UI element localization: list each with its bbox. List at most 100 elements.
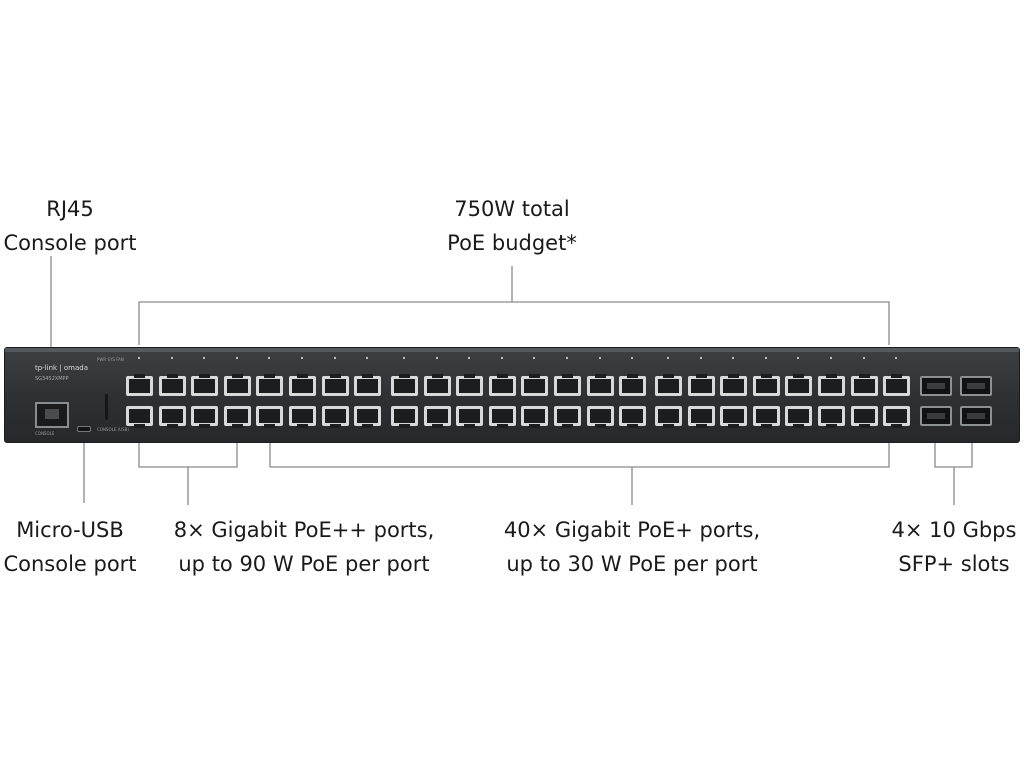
port-led	[138, 357, 140, 359]
rj45-port[interactable]	[158, 374, 186, 396]
poe-plus-callout-line2: up to 30 W PoE per port	[506, 552, 758, 576]
rj45-console-callout-line1: RJ45	[46, 197, 94, 221]
rj45-port[interactable]	[586, 406, 614, 428]
poe-plus-plus-bracket	[138, 440, 238, 468]
port-led	[699, 357, 702, 359]
rj45-port[interactable]	[752, 406, 780, 428]
sfp-slot[interactable]	[920, 406, 952, 426]
rj45-port[interactable]	[223, 374, 251, 396]
rj45-port[interactable]	[619, 406, 647, 428]
port-led	[667, 357, 669, 359]
rj45-port[interactable]	[521, 374, 549, 396]
rj45-port[interactable]	[126, 374, 153, 396]
port-led	[797, 357, 800, 359]
port-led	[764, 357, 767, 359]
port-led	[830, 357, 832, 359]
reset-button[interactable]	[105, 394, 108, 420]
rj45-port[interactable]	[785, 406, 813, 428]
rj45-port[interactable]	[126, 406, 153, 428]
rj45-port[interactable]	[354, 406, 382, 428]
rj45-port[interactable]	[850, 374, 878, 396]
poe-plus-callout-line1: 40× Gigabit PoE+ ports,	[503, 518, 761, 542]
rj45-port[interactable]	[521, 406, 549, 428]
rj45-port[interactable]	[586, 374, 614, 396]
port-led	[268, 357, 271, 359]
micro-usb-console-callout: Micro-USB Console port	[0, 513, 140, 581]
rj45-port[interactable]	[289, 406, 316, 428]
rj45-port[interactable]	[354, 374, 382, 396]
rj45-port[interactable]	[619, 374, 647, 396]
rj45-port[interactable]	[456, 374, 484, 396]
rj45-port[interactable]	[321, 406, 349, 428]
rj45-port[interactable]	[488, 374, 516, 396]
port-led	[500, 357, 503, 359]
sfp-bracket	[934, 440, 973, 468]
brand-logo: tp-link | omada	[35, 364, 89, 372]
poe-budget-callout-line1: 750W total	[454, 197, 570, 221]
rj45-port[interactable]	[883, 374, 911, 396]
poe-budget-callout: 750W total PoE budget*	[412, 192, 612, 260]
sfp-slots-callout-line2: SFP+ slots	[898, 552, 1010, 576]
rj45-port[interactable]	[818, 406, 845, 428]
rj45-port[interactable]	[191, 374, 219, 396]
rj45-port[interactable]	[391, 374, 418, 396]
rj45-port[interactable]	[158, 406, 186, 428]
rj45-port[interactable]	[423, 406, 451, 428]
port-led	[598, 357, 601, 359]
port-led	[333, 357, 336, 359]
rj45-port[interactable]	[456, 406, 484, 428]
rj45-port[interactable]	[687, 374, 715, 396]
rj45-port[interactable]	[850, 406, 878, 428]
rj45-port[interactable]	[720, 406, 748, 428]
rj45-port[interactable]	[818, 374, 845, 396]
poe-plus-plus-callout: 8× Gigabit PoE++ ports, up to 90 W PoE p…	[164, 513, 444, 581]
rj45-port[interactable]	[191, 406, 219, 428]
sfp-slots-callout: 4× 10 Gbps SFP+ slots	[884, 513, 1024, 581]
rj45-port[interactable]	[423, 374, 451, 396]
rj45-console-callout-line2: Console port	[3, 231, 137, 255]
rj45-port[interactable]	[554, 406, 581, 428]
port-led	[895, 357, 898, 359]
rj45-port[interactable]	[256, 374, 284, 396]
micro-usb-console-port[interactable]	[77, 426, 91, 432]
sfp-slot[interactable]	[960, 376, 992, 396]
rj45-port[interactable]	[488, 406, 516, 428]
rj45-port[interactable]	[256, 406, 284, 428]
port-led	[631, 357, 634, 359]
rj45-port[interactable]	[720, 374, 748, 396]
rj45-console-callout: RJ45 Console port	[0, 192, 140, 260]
sfp-slots-callout-line1: 4× 10 Gbps	[891, 518, 1017, 542]
port-led	[435, 357, 438, 359]
sfp-slot[interactable]	[920, 376, 952, 396]
rj45-port[interactable]	[655, 406, 682, 428]
port-led	[566, 357, 568, 359]
port-led	[203, 357, 206, 359]
rj45-port[interactable]	[687, 406, 715, 428]
rj45-port[interactable]	[289, 374, 316, 396]
micro-usb-console-callout-line2: Console port	[3, 552, 137, 576]
port-led	[170, 357, 173, 359]
rj45-port[interactable]	[785, 374, 813, 396]
sfp-slot[interactable]	[960, 406, 992, 426]
rj45-port[interactable]	[321, 374, 349, 396]
port-led	[468, 357, 471, 359]
port-led	[366, 357, 369, 359]
rj45-console-port[interactable]	[35, 402, 69, 428]
micro-usb-console-callout-line1: Micro-USB	[16, 518, 124, 542]
poe-plus-callout: 40× Gigabit PoE+ ports, up to 30 W PoE p…	[492, 513, 772, 581]
port-led	[403, 357, 405, 359]
poe-plus-bracket	[269, 440, 890, 468]
rj45-port[interactable]	[554, 374, 581, 396]
port-led	[533, 357, 536, 359]
rj45-port[interactable]	[655, 374, 682, 396]
rj45-port[interactable]	[223, 406, 251, 428]
port-led	[732, 357, 735, 359]
switch-chassis: tp-link | omada SG3452XMPP PWR SYS FAN C…	[4, 347, 1020, 443]
usb-console-label: CONSOLE (USB)	[97, 427, 129, 432]
rj45-port[interactable]	[883, 406, 911, 428]
port-led	[862, 357, 865, 359]
poe-budget-callout-line2: PoE budget*	[447, 231, 577, 255]
port-led	[301, 357, 303, 359]
rj45-port[interactable]	[391, 406, 418, 428]
rj45-port[interactable]	[752, 374, 780, 396]
